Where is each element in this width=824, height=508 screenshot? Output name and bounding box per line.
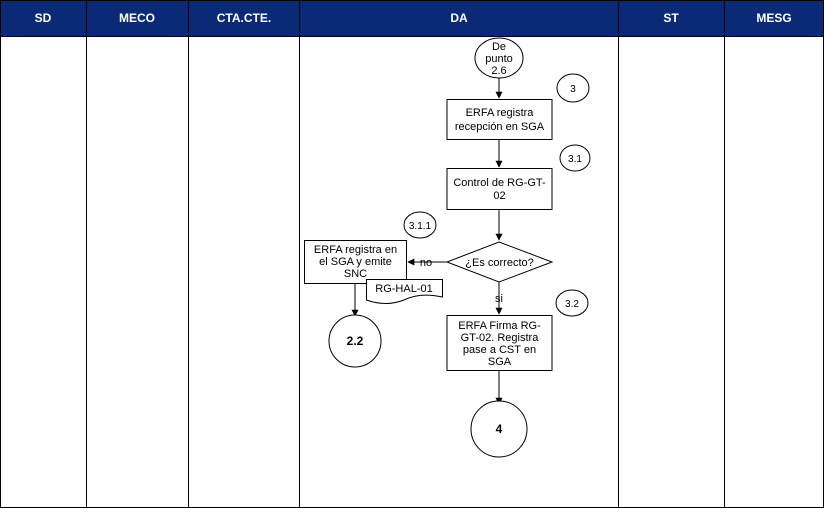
process-step-3-1-1-line-2: el SGA y emite: [319, 256, 392, 268]
process-step-3-line-1: ERFA registra: [466, 107, 535, 119]
step-ref-3-2-label: 3.2: [565, 299, 579, 310]
step-ref-3-2-shape: [555, 289, 589, 317]
process-step-3-2-line-3: pase a CST en: [463, 344, 536, 356]
lane-header-meco: MECO: [119, 11, 155, 25]
step-ref-3: 3: [556, 73, 590, 103]
lane-header-da: DA: [450, 11, 468, 25]
step-ref-3-1-shape: [559, 144, 591, 172]
process-step-3-2-line-4: SGA: [488, 356, 512, 368]
lane-header-ctacte: CTA.CTE.: [217, 11, 271, 25]
start-connector-shape: [474, 37, 524, 79]
decision-es-correcto-label: ¿Es correcto?: [465, 257, 533, 269]
step-ref-3-2: 3.2: [555, 289, 589, 317]
process-step-3-2-line-1: ERFA Firma RG-: [458, 320, 541, 332]
step-ref-3-1-1-label: 3.1.1: [409, 221, 432, 232]
lane-header-mesg: MESG: [756, 11, 791, 25]
step-ref-3-1-label: 3.1: [568, 154, 582, 165]
process-step-3-2-line-2: GT-02. Registra: [461, 332, 540, 344]
step-ref-3-1-1-shape: [403, 211, 437, 239]
off-page-connector-4-label: 4: [496, 422, 503, 436]
off-page-connector-2-2: 2.2: [328, 314, 382, 368]
start-connector-line-1: De: [492, 41, 506, 53]
lane-header-st: ST: [663, 11, 679, 25]
off-page-connector-2-2-shape: [328, 314, 382, 368]
step-ref-3-label: 3: [570, 84, 576, 95]
decision-si-label: si: [495, 293, 503, 305]
start-connector-line-3: 2.6: [491, 65, 506, 77]
document-rg-hal-01: RG-HAL-01: [366, 279, 443, 304]
step-ref-3-1-1: 3.1.1: [403, 211, 437, 239]
process-step-3-1-1: ERFA registra en el SGA y emite SNC: [304, 240, 407, 284]
process-step-3-shape: [446, 99, 553, 140]
step-ref-3-1: 3.1: [559, 144, 591, 172]
process-step-3-line-2: recepción en SGA: [455, 121, 545, 133]
process-step-3-1-line-2: 02: [493, 190, 505, 202]
document-rg-hal-01-label: RG-HAL-01: [375, 283, 432, 295]
process-step-3-1-1-line-3: SNC: [344, 268, 367, 280]
off-page-connector-2-2-label: 2.2: [347, 334, 364, 348]
document-rg-hal-01-shape: [366, 279, 443, 304]
process-step-3-1-line-1: Control de RG-GT-: [453, 177, 546, 189]
start-connector-line-2: punto: [485, 53, 513, 65]
process-step-3: ERFA registra recepción en SGA: [446, 99, 553, 140]
step-ref-3-shape: [556, 73, 590, 103]
start-connector: De punto 2.6: [474, 37, 524, 79]
decision-no-label: no: [420, 257, 432, 269]
decision-es-correcto-shape: [445, 241, 554, 283]
off-page-connector-4-shape: [470, 400, 528, 458]
decision-es-correcto: ¿Es correcto?: [445, 241, 554, 283]
lane-header-band: [0, 0, 824, 36]
process-step-3-1-shape: [446, 168, 553, 210]
process-step-3-2-shape: [446, 315, 553, 371]
process-step-3-1: Control de RG-GT- 02: [446, 168, 553, 210]
lane-header-sd: SD: [35, 11, 52, 25]
process-step-3-1-1-shape: [304, 240, 407, 284]
process-step-3-2: ERFA Firma RG- GT-02. Registra pase a CS…: [446, 315, 553, 371]
process-step-3-1-1-line-1: ERFA registra en: [314, 244, 397, 256]
off-page-connector-4: 4: [470, 400, 528, 458]
